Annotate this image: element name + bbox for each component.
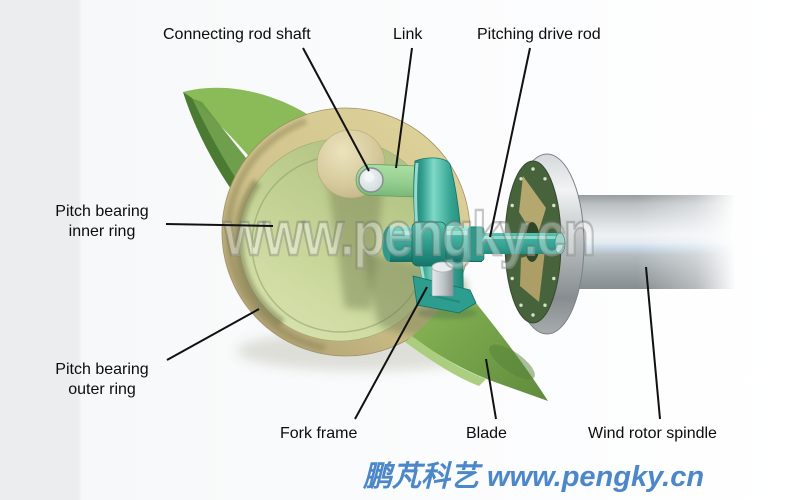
flange-bolt-holes: [507, 167, 556, 317]
leader-wind-rotor-spindle: [645, 266, 661, 420]
leader-pitch-bearing-inner-ring: [165, 223, 274, 227]
label-wind-rotor-spindle: Wind rotor spindle: [588, 425, 717, 442]
pitching-drive-rod: [382, 221, 566, 267]
label-pitch-bearing-outer-ring: Pitch bearing outer ring: [55, 361, 149, 398]
fork-bracket: [412, 261, 477, 319]
leader-pitch-bearing-outer-ring: [166, 308, 260, 361]
leader-blade: [485, 358, 497, 420]
leader-fork-frame: [354, 286, 428, 420]
label-link: Link: [393, 26, 423, 43]
leader-connecting-rod-shaft: [302, 47, 370, 172]
label-blade: Blade: [466, 425, 507, 442]
label-pitch-bearing-inner-ring: Pitch bearing inner ring: [55, 203, 149, 240]
leader-pitching-drive-rod: [489, 47, 531, 238]
label-pitching-drive-rod: Pitching drive rod: [477, 26, 601, 43]
fork-clamp-collar: [411, 221, 447, 267]
label-fork-frame: Fork frame: [280, 425, 358, 442]
label-connecting-rod-shaft: Connecting rod shaft: [163, 26, 311, 43]
footer-brand-text: 鹏芃科艺 www.pengky.cn: [363, 461, 705, 493]
leader-link: [395, 47, 413, 169]
connecting-rod-shaft-pin: [358, 167, 384, 193]
